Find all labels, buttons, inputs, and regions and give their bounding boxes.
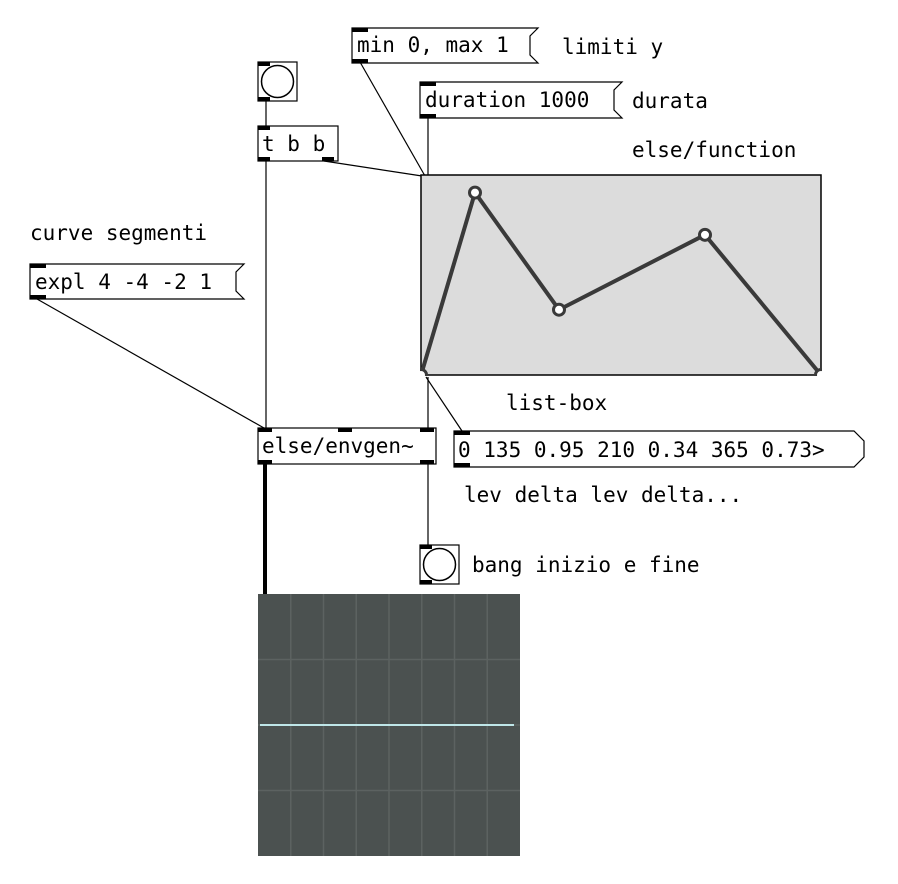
comment-lev-delta: lev delta lev delta... — [464, 483, 743, 507]
function-editor-background — [420, 174, 822, 376]
comment-curves: curve segmenti — [30, 221, 208, 245]
envelope-breakpoint-4[interactable] — [814, 368, 823, 377]
envelope-breakpoint-0[interactable] — [420, 368, 428, 377]
duration-message-label: duration 1000 — [425, 88, 590, 112]
signal-scope — [258, 594, 520, 856]
list-box-label: 0 135 0.95 210 0.34 365 0.73> — [458, 438, 825, 462]
bang-bottom[interactable] — [420, 545, 459, 584]
envelope-breakpoint-2[interactable] — [552, 302, 566, 317]
bang-top[interactable] — [258, 62, 297, 101]
comment-bang-end: bang inizio e fine — [472, 553, 700, 577]
envgen-object-label: else/envgen~ — [262, 434, 414, 458]
comment-function-title: else/function — [632, 138, 797, 162]
curves-message-label: expl 4 -4 -2 1 — [35, 270, 213, 294]
comment-duration: durata — [632, 89, 708, 113]
envelope-breakpoint-3[interactable] — [698, 227, 712, 242]
min-max-message-label: min 0, max 1 — [357, 33, 509, 57]
envelope-breakpoint-1[interactable] — [468, 185, 482, 200]
trigger-object-label: t b b — [262, 132, 326, 156]
function-editor[interactable] — [420, 174, 822, 376]
comment-list-box: list-box — [506, 391, 608, 415]
comment-limits: limiti y — [562, 35, 664, 59]
signal-scope-graph — [258, 594, 520, 856]
